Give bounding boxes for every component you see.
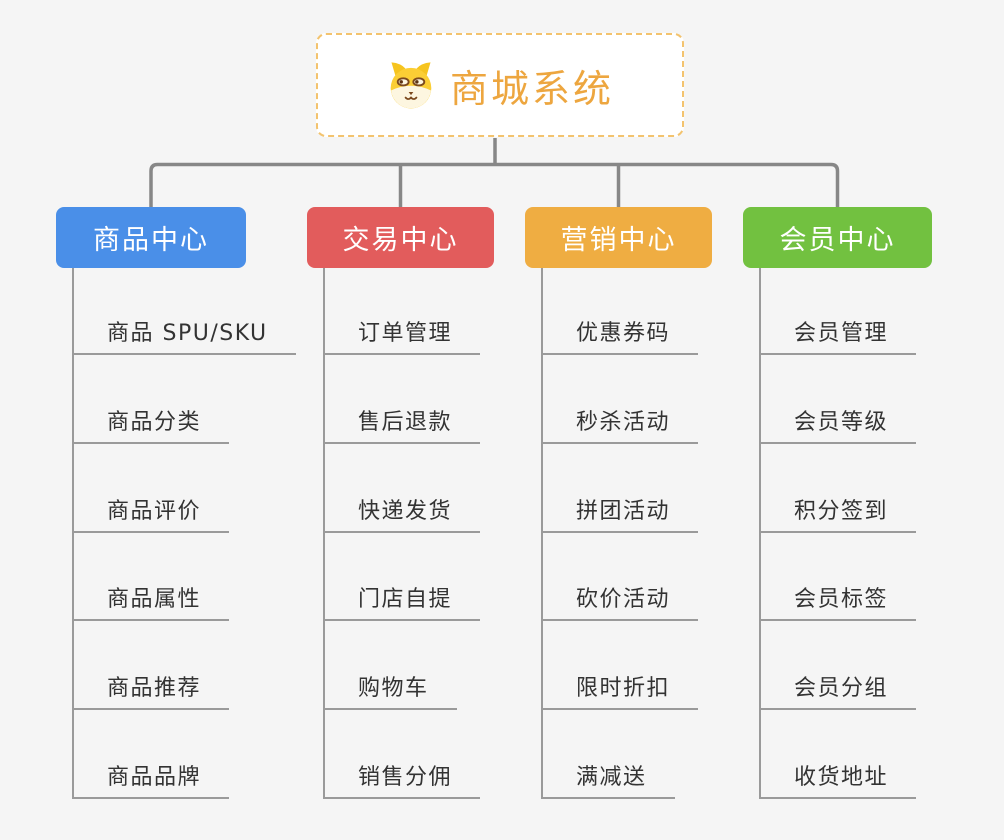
leaf-item[interactable]: 会员管理 [761,268,917,355]
leaf-label: 购物车 [358,676,429,702]
branch-box-marketing[interactable]: 营销中心 [525,207,712,268]
branch-items-marketing: 优惠券码秒杀活动拼团活动砍价活动限时折扣满减送 [541,268,699,799]
leaf-label: 满减送 [576,764,647,790]
leaf-item[interactable]: 会员等级 [761,355,917,444]
leaf-item[interactable]: 售后退款 [325,355,481,444]
leaf-label: 销售分佣 [358,764,453,790]
leaf-label: 门店自提 [358,587,453,613]
leaf-label: 秒杀活动 [576,409,671,435]
leaf-label: 会员等级 [794,409,889,435]
branch-member: 会员中心 会员管理会员等级积分签到会员标签会员分组收货地址 [743,207,932,799]
branch-items-member: 会员管理会员等级积分签到会员标签会员分组收货地址 [759,268,917,799]
leaf-item[interactable]: 快递发货 [325,444,481,533]
root-node[interactable]: 商城系统 [316,33,684,137]
leaf-item[interactable]: 商品评价 [74,444,230,533]
leaf-item[interactable]: 收货地址 [761,710,917,799]
leaf-item[interactable]: 销售分佣 [325,710,481,799]
branch-box-trade[interactable]: 交易中心 [307,207,494,268]
branch-marketing: 营销中心 优惠券码秒杀活动拼团活动砍价活动限时折扣满减送 [525,207,712,799]
leaf-label: 快递发货 [358,498,453,524]
leaf-item[interactable]: 门店自提 [325,533,481,622]
leaf-item[interactable]: 购物车 [325,621,457,711]
leaf-item[interactable]: 商品属性 [74,533,230,622]
leaf-label: 会员管理 [794,321,889,346]
branch-trade: 交易中心 订单管理售后退款快递发货门店自提购物车销售分佣 [307,207,494,799]
leaf-label: 会员标签 [794,587,889,613]
leaf-item[interactable]: 满减送 [543,710,675,799]
leaf-item[interactable]: 商品品牌 [74,710,230,799]
leaf-item[interactable]: 砍价活动 [543,533,699,622]
leaf-item[interactable]: 商品推荐 [74,621,230,711]
leaf-label: 商品分类 [107,409,202,435]
leaf-label: 商品品牌 [107,764,202,790]
leaf-label: 拼团活动 [576,498,671,524]
leaf-item[interactable]: 积分签到 [761,444,917,533]
connector-rail [149,162,840,207]
branch-box-product[interactable]: 商品中心 [56,207,246,268]
leaf-item[interactable]: 商品 SPU/SKU [74,268,296,355]
leaf-label: 收货地址 [794,764,889,790]
leaf-item[interactable]: 会员分组 [761,621,917,711]
root-title: 商城系统 [449,66,614,111]
leaf-label: 商品评价 [107,498,202,524]
leaf-item[interactable]: 会员标签 [761,533,917,622]
leaf-label: 商品推荐 [107,676,202,702]
dog-icon [386,60,436,110]
leaf-label: 商品 SPU/SKU [107,321,268,346]
leaf-item[interactable]: 限时折扣 [543,621,699,711]
leaf-label: 售后退款 [358,409,453,435]
leaf-label: 优惠券码 [576,321,671,346]
leaf-label: 订单管理 [358,321,453,346]
leaf-item[interactable]: 拼团活动 [543,444,699,533]
branch-box-member[interactable]: 会员中心 [743,207,932,268]
leaf-item[interactable]: 订单管理 [325,268,481,355]
leaf-label: 商品属性 [107,587,202,613]
branch-items-trade: 订单管理售后退款快递发货门店自提购物车销售分佣 [323,268,481,799]
leaf-label: 会员分组 [794,676,889,702]
leaf-item[interactable]: 商品分类 [74,355,230,444]
leaf-item[interactable]: 优惠券码 [543,268,699,355]
leaf-item[interactable]: 秒杀活动 [543,355,699,444]
leaf-label: 砍价活动 [576,587,671,613]
branch-items-product: 商品 SPU/SKU 商品分类商品评价商品属性商品推荐商品品牌 [72,268,296,799]
branch-product: 商品中心 商品 SPU/SKU 商品分类商品评价商品属性商品推荐商品品牌 [56,207,296,799]
leaf-label: 积分签到 [794,498,889,524]
leaf-label: 限时折扣 [576,676,671,702]
